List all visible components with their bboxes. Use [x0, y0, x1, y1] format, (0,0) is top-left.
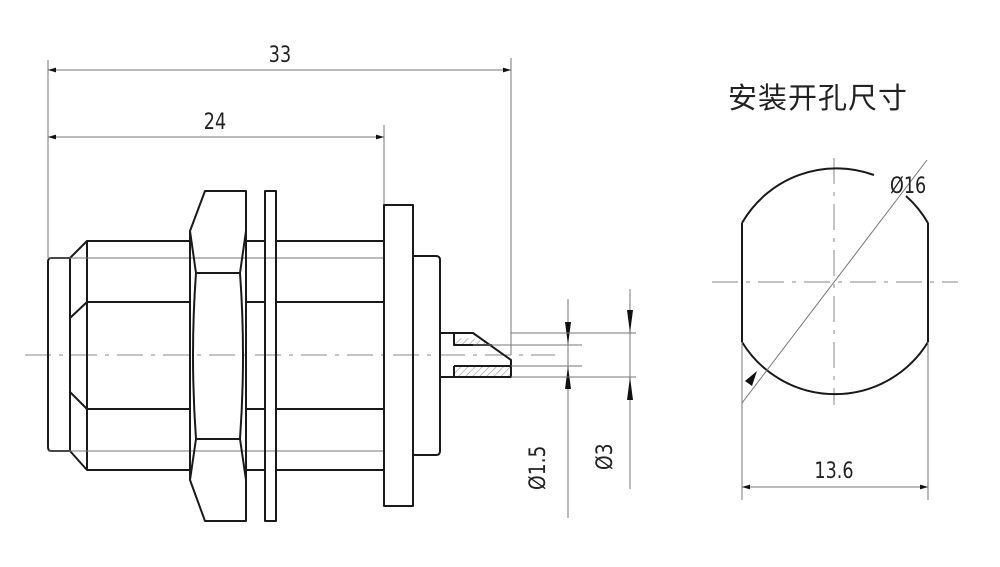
dimension-arrows-pin-inner [565, 322, 571, 389]
dimension-label-flat-width: 13.6 [814, 458, 853, 483]
diameter-arrow [745, 371, 757, 386]
rear-section [413, 255, 441, 456]
hole-arc-top-left [741, 167, 875, 224]
dimension-label-hole-diameter: Ø16 [890, 173, 926, 198]
pin-hatch [454, 338, 511, 377]
flange [383, 204, 414, 507]
dimension-label-pin-outer: Ø3 [592, 443, 618, 470]
washer [264, 190, 277, 522]
hex-nut-faces [189, 230, 247, 481]
dimension-arrows-pin-outer [627, 310, 633, 400]
hex-nut [189, 190, 247, 522]
hex-body-front [69, 240, 190, 471]
diameter-leader [741, 159, 928, 404]
dimension-label-24: 24 [204, 109, 226, 134]
dimension-label-pin-inner: Ø1.5 [525, 446, 551, 490]
panel-cutout-view: 安装开孔尺寸 Ø16 13.6 [712, 81, 958, 500]
pin-contact [440, 332, 512, 378]
cutout-title: 安装开孔尺寸 [728, 81, 908, 115]
body-rear [246, 240, 384, 471]
hole-arc-top-right [905, 195, 929, 224]
hole-arc-bottom [741, 341, 929, 396]
dimension-label-33: 33 [269, 42, 291, 67]
side-view: 33 24 Ø1.5 Ø3 [25, 42, 636, 522]
